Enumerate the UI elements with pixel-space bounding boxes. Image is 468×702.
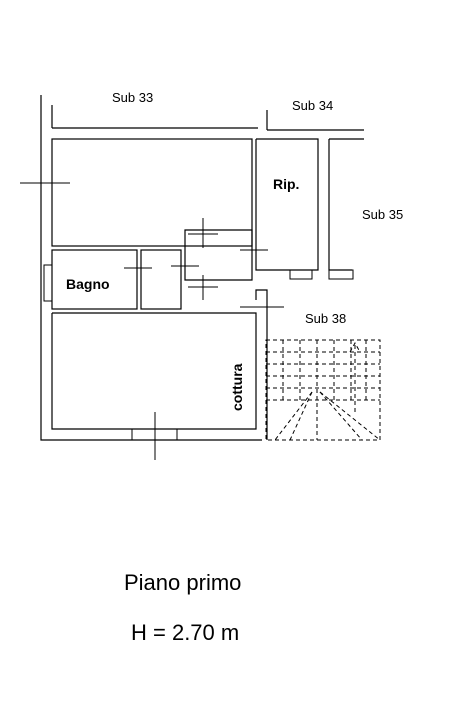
caption-floor: Piano primo [124,570,241,595]
label-sub-38: Sub 38 [305,311,346,326]
caption-height: H = 2.70 m [131,620,239,645]
staircase-dashed [265,339,381,441]
label-room-cottura: cottura [229,363,245,411]
tick-marks [20,160,284,460]
label-room-bagno: Bagno [66,276,110,292]
label-room-rip: Rip. [273,176,299,192]
label-sub-33: Sub 33 [112,90,153,105]
inner-walls [51,138,364,440]
label-sub-34: Sub 34 [292,98,333,113]
label-sub-35: Sub 35 [362,207,403,222]
